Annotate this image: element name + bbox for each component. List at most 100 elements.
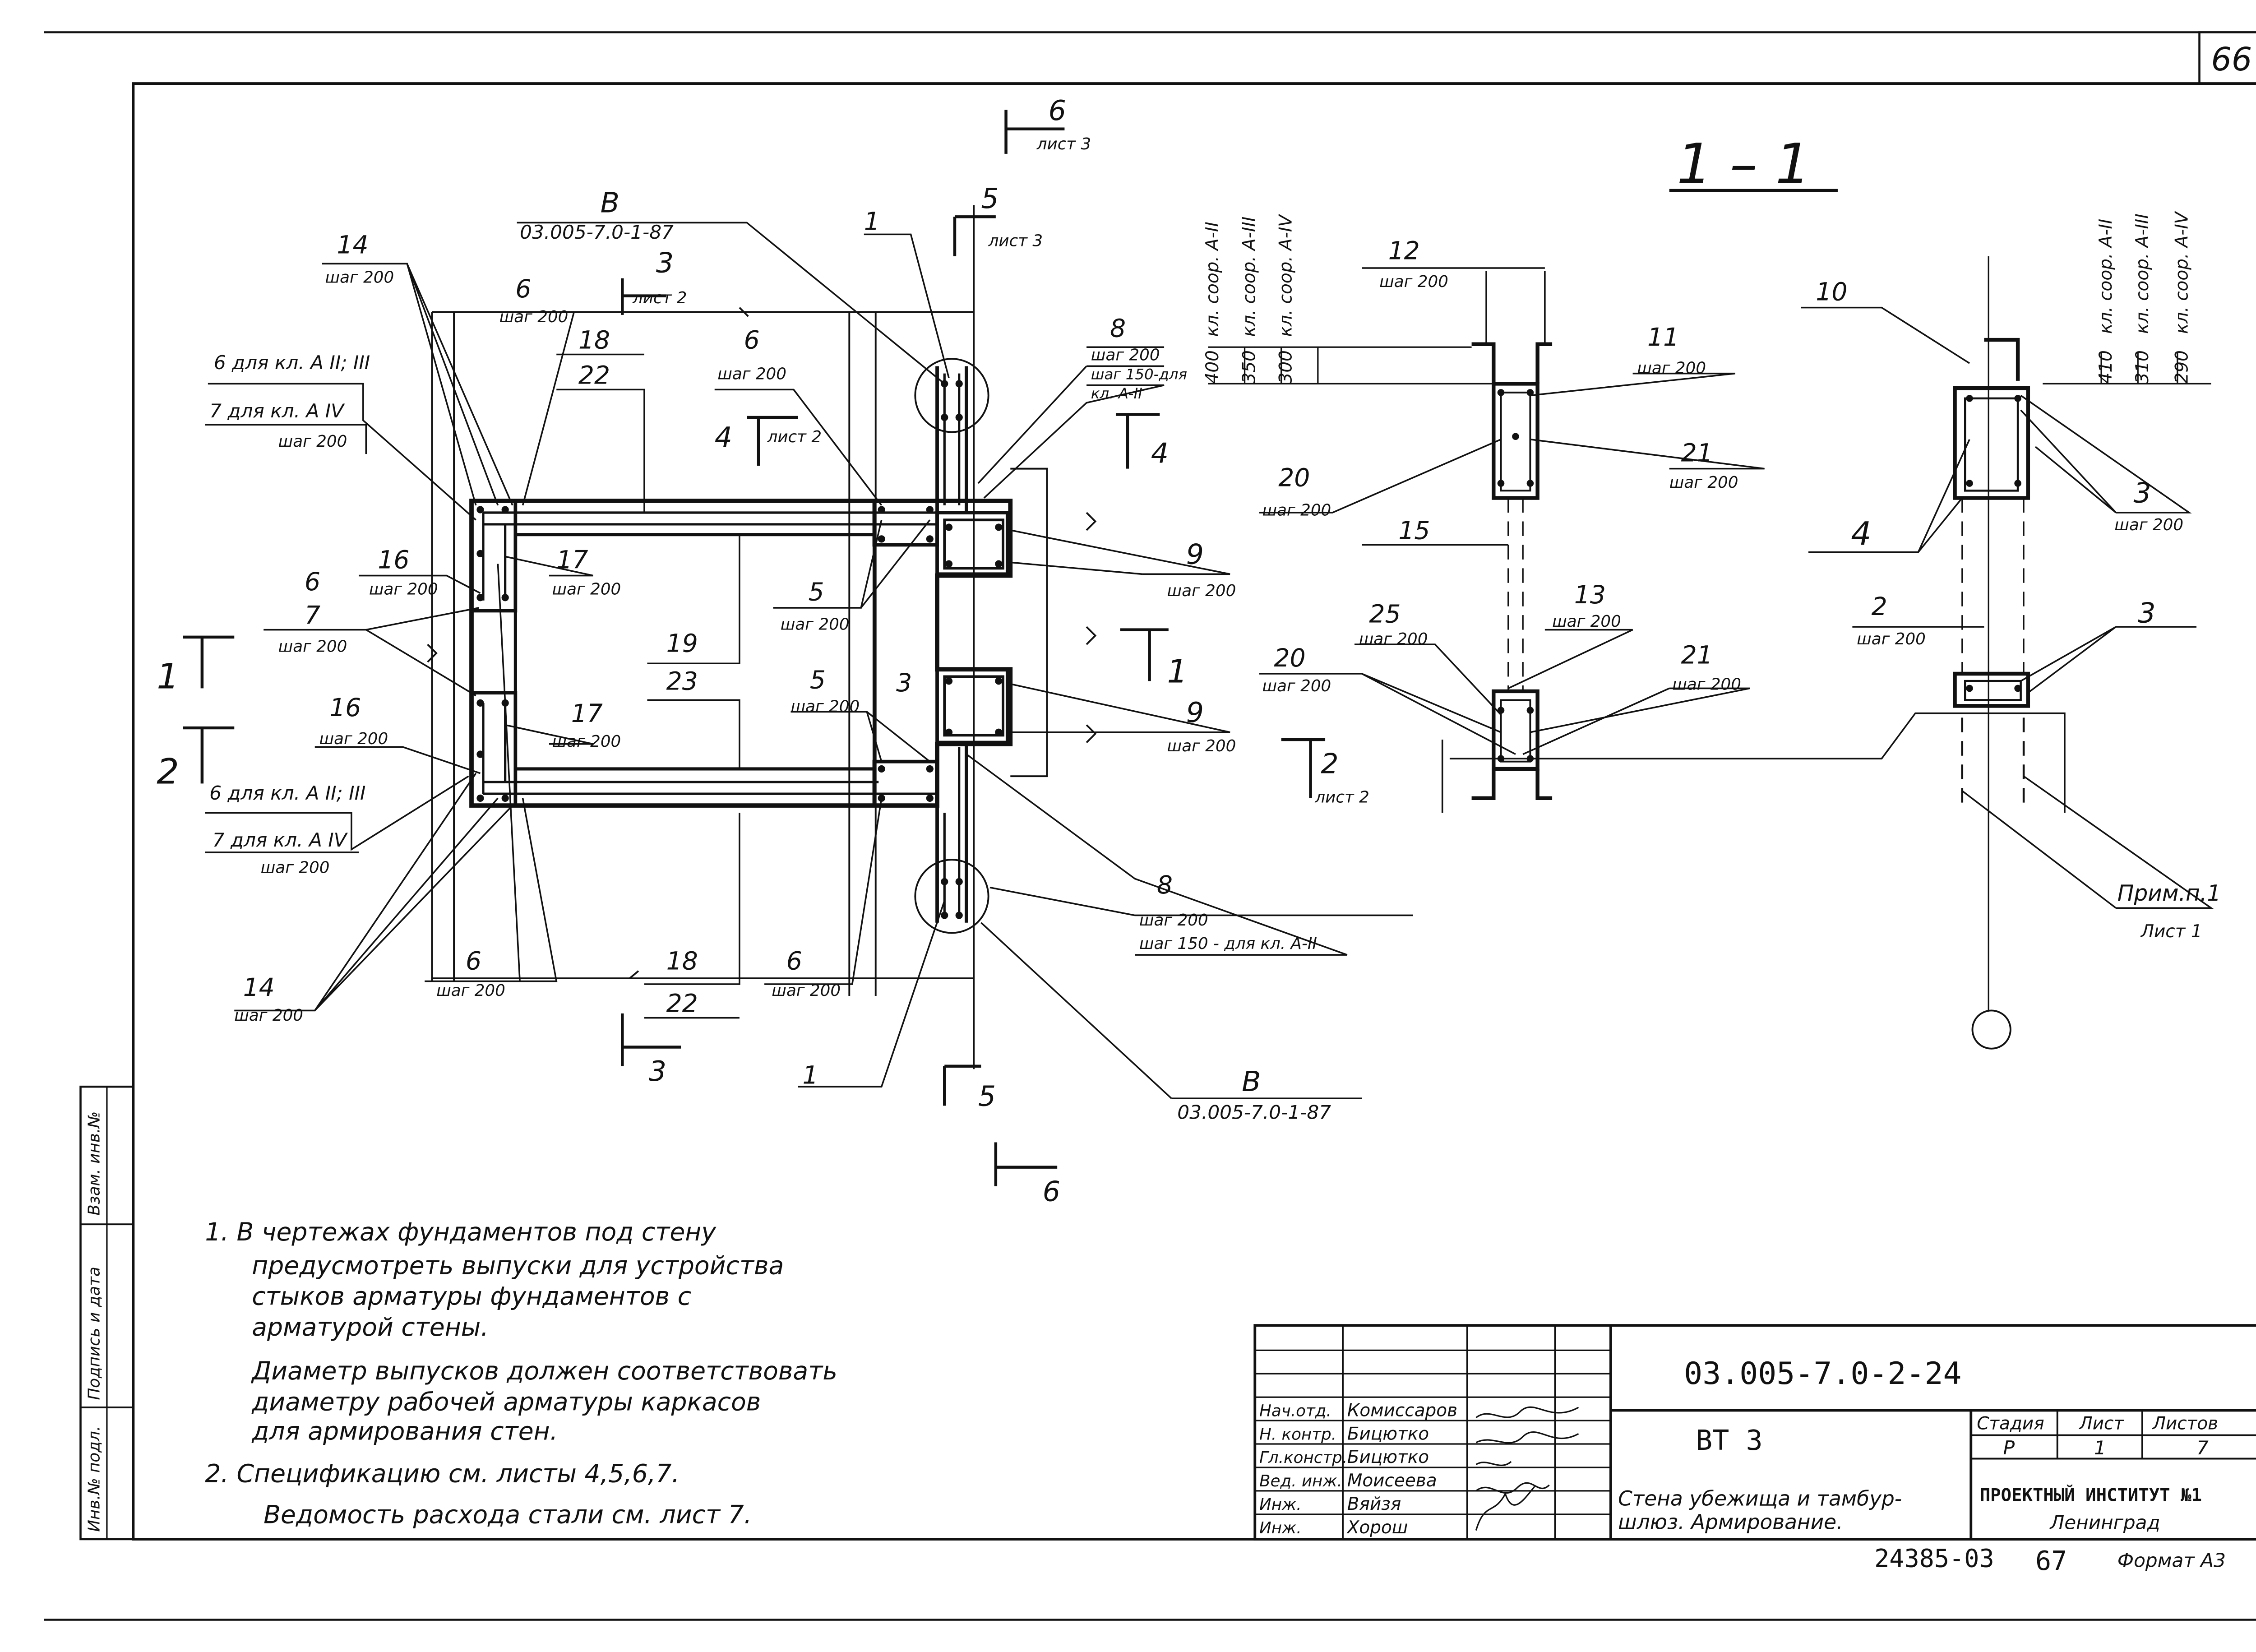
sec-note-mark: Прим.п.1 bbox=[2117, 881, 2221, 906]
label-7-aiv-top-step: шаг 200 bbox=[278, 432, 347, 451]
tb-role-5: Инж. bbox=[1259, 1495, 1302, 1514]
cut-2-right-ref: лист 2 bbox=[1314, 788, 1369, 807]
tb-role-2: Н. контр. bbox=[1259, 1425, 1336, 1444]
cut-4-right-num: 4 bbox=[1151, 437, 1169, 470]
note-line-3: стыков арматуры фундаментов с bbox=[252, 1282, 691, 1311]
label-6-top-mid-step: шаг 200 bbox=[717, 365, 786, 384]
sec-13-step: шаг 200 bbox=[1552, 612, 1621, 631]
sec-11-step: шаг 200 bbox=[1637, 359, 1706, 378]
label-1-top-mark: 1 bbox=[864, 208, 880, 236]
sec-dim-left-1: 400 bbox=[1202, 350, 1223, 384]
sec-class-right-3: кл. соор. А-IV bbox=[2172, 211, 2192, 334]
label-14-top-mark: 14 bbox=[337, 231, 368, 260]
tb-stage-header: Стадия bbox=[1977, 1414, 2044, 1434]
note-line-8: 2. Спецификацию см. листы 4,5,6,7. bbox=[205, 1459, 680, 1488]
label-6-aii-bottom: 6 для кл. А II; III bbox=[209, 782, 365, 804]
detail-circle-bottom bbox=[914, 859, 989, 934]
label-6-top-mid-mark: 6 bbox=[744, 326, 760, 355]
label-18-bottom-mark: 18 bbox=[666, 947, 698, 976]
cut-1-right-num: 1 bbox=[1167, 652, 1188, 690]
sec-13-mark: 13 bbox=[1574, 581, 1606, 610]
label-6-top-left-mark: 6 bbox=[515, 275, 531, 304]
sec-15-mark: 15 bbox=[1398, 516, 1430, 545]
label-b-bottom-doc: 03.005-7.0-1-87 bbox=[1177, 1101, 1331, 1124]
footer-page: 67 bbox=[2035, 1546, 2067, 1576]
sec-25-step: шаг 200 bbox=[1359, 630, 1428, 648]
sec-25-mark: 25 bbox=[1369, 600, 1401, 629]
side-stamp: Инв.№ подл. Подпись и дата Взам. инв.№ bbox=[79, 1085, 134, 1541]
label-18-bottom-sub: 22 bbox=[666, 990, 698, 1018]
cut-3-bottom-num: 3 bbox=[649, 1055, 666, 1087]
label-9-top-mark: 9 bbox=[1186, 538, 1204, 571]
cut-markers bbox=[183, 110, 1326, 1186]
stamp-inv-label: Инв.№ подл. bbox=[85, 1426, 104, 1532]
tb-role-1: Нач.отд. bbox=[1259, 1402, 1331, 1420]
label-8-top-step-alt: шаг 150-для bbox=[1091, 366, 1187, 383]
detail-circle-top bbox=[914, 358, 989, 433]
sec-21-top-mark: 21 bbox=[1681, 439, 1713, 467]
label-5-top-step: шаг 200 bbox=[781, 615, 850, 634]
label-8-bottom-step: шаг 200 bbox=[1139, 911, 1208, 930]
tb-name-5: Вяйзя bbox=[1347, 1494, 1401, 1514]
sec-20-bottom-mark: 20 bbox=[1274, 644, 1305, 673]
tb-stage: Р bbox=[2003, 1437, 2015, 1459]
label-17-top-step: шаг 200 bbox=[552, 580, 621, 599]
note-line-9: Ведомость расхода стали см. лист 7. bbox=[264, 1500, 752, 1529]
note-line-7: для армирования стен. bbox=[251, 1417, 558, 1446]
tb-sheet: 1 bbox=[2094, 1437, 2106, 1459]
label-6-7-mark: 6 bbox=[305, 568, 320, 597]
label-6-7-sub: 7 bbox=[305, 602, 320, 630]
plan-wall-outline bbox=[469, 499, 1013, 808]
label-18-top-mark: 18 bbox=[578, 326, 610, 355]
sec-dim-right-1: 410 bbox=[2096, 350, 2116, 384]
section-view bbox=[1208, 189, 2214, 1050]
tb-sheets-header: Листов bbox=[2152, 1414, 2218, 1434]
tb-name-1: Комиссаров bbox=[1347, 1400, 1457, 1421]
cut-3-top-num: 3 bbox=[656, 247, 674, 279]
label-7-aiv-bottom-step: шаг 200 bbox=[261, 858, 330, 877]
sec-dim-left-2: 350 bbox=[1239, 350, 1259, 384]
tb-name-3: Бицютко bbox=[1347, 1447, 1429, 1467]
label-9-top-step: шаг 200 bbox=[1167, 582, 1236, 600]
cut-6-bottom-num: 6 bbox=[1043, 1175, 1060, 1208]
label-17-bottom-step: шаг 200 bbox=[552, 732, 621, 751]
tb-role-6: Инж. bbox=[1259, 1519, 1302, 1537]
label-3-plan: 3 bbox=[896, 669, 912, 698]
label-16-top-mark: 16 bbox=[378, 546, 409, 574]
cut-6-top-num: 6 bbox=[1049, 94, 1066, 127]
plan-view bbox=[427, 205, 1097, 1069]
sec-10-mark: 10 bbox=[1816, 278, 1847, 306]
sec-11-mark: 11 bbox=[1647, 323, 1679, 352]
label-8-bottom-mark: 8 bbox=[1157, 871, 1173, 900]
note-line-6: диаметру рабочей арматуры каркасов bbox=[251, 1388, 761, 1416]
sec-3-top-step: шаг 200 bbox=[2114, 516, 2183, 534]
note-line-2: предусмотреть выпуски для устройства bbox=[252, 1252, 784, 1281]
label-8-top-mark: 8 bbox=[1110, 315, 1126, 343]
sec-21-bottom-mark: 21 bbox=[1681, 641, 1713, 670]
label-19-mark: 19 bbox=[666, 629, 698, 658]
label-7-aiv-bottom-mark: 7 для кл. А IV bbox=[213, 829, 348, 851]
note-line-4: арматурой стены. bbox=[252, 1313, 489, 1342]
label-b-top-mark: В bbox=[601, 187, 619, 219]
label-8-top-step: шаг 200 bbox=[1091, 346, 1160, 364]
sec-class-left-3: кл. соор. А-IV bbox=[1276, 214, 1296, 337]
label-6-bottom-mid-step: шаг 200 bbox=[772, 981, 841, 1000]
plan-leaders bbox=[205, 222, 1413, 1099]
tb-sheets: 7 bbox=[2196, 1437, 2209, 1459]
sec-class-right-2: кл. соор. А-III bbox=[2132, 213, 2153, 334]
note-line-5: Диаметр выпусков должен соответствовать bbox=[250, 1357, 837, 1386]
sec-dim-right-3: 290 bbox=[2172, 350, 2192, 384]
section-labels: 400 350 300 кл. соор. А-II кл. соор. А-I… bbox=[1202, 211, 2221, 942]
cut-3-top-ref: лист 2 bbox=[632, 289, 687, 307]
tb-name-2: Бицютко bbox=[1347, 1424, 1429, 1444]
sec-class-right-1: кл. соор. А-II bbox=[2096, 219, 2116, 334]
stamp-signature-label: Подпись и дата bbox=[85, 1267, 104, 1400]
tb-doc-code: 03.005-7.0-2-24 bbox=[1684, 1356, 1961, 1392]
label-b-bottom-mark: В bbox=[1242, 1065, 1261, 1098]
tb-sheet-header: Лист bbox=[2078, 1414, 2124, 1434]
cut-4-left-num: 4 bbox=[715, 421, 732, 453]
label-1-bottom-mark: 1 bbox=[802, 1061, 818, 1090]
label-19-sub: 23 bbox=[666, 667, 698, 696]
label-14-bottom-step: шаг 200 bbox=[234, 1006, 303, 1025]
